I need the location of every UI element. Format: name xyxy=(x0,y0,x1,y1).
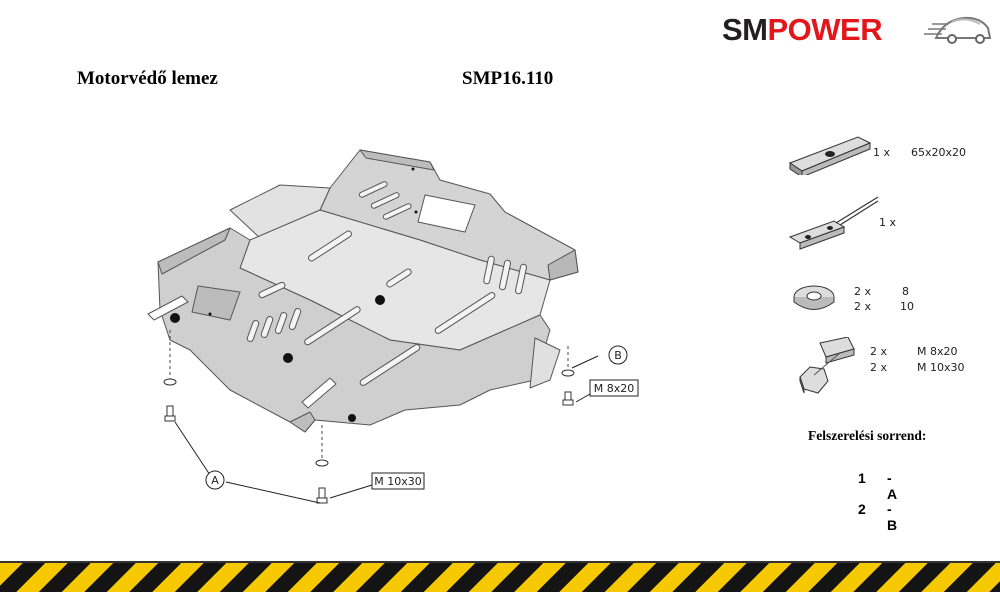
part-3-size-2: 10 xyxy=(900,300,914,313)
page-title: Motorvédő lemez xyxy=(77,68,218,89)
wire-plate-icon xyxy=(788,196,879,250)
part-1-size: 65x20x20 xyxy=(911,146,967,159)
part-3-qty-1: 2 x xyxy=(854,285,872,298)
skid-plate-drawing: A B M 10x30 M 8x20 xyxy=(147,149,639,504)
brand-logo: SMPOWER xyxy=(722,8,992,48)
product-code: SMP16.110 xyxy=(462,68,554,89)
logo-power-text: POWER xyxy=(767,12,883,47)
part-3-size-1: 8 xyxy=(902,285,909,298)
bolt-icon xyxy=(799,337,855,394)
front-plate xyxy=(157,227,551,433)
sequence-step-letter: - B xyxy=(887,501,898,533)
part-2-qty: 1 x xyxy=(879,216,897,229)
sequence-step-number: 2 xyxy=(858,501,866,517)
plate-nut-icon xyxy=(788,136,872,175)
sequence-step-letter: - A xyxy=(887,470,898,502)
parts-list: 1 x 65x20x20 1 x 2 x 2 x 8 10 2 x 2 x M … xyxy=(780,115,995,394)
callout-a: A xyxy=(211,474,219,487)
car-silhouette-icon xyxy=(924,16,992,44)
callout-bolt-b: M 8x20 xyxy=(594,382,635,395)
part-4-size-1: M 8x20 xyxy=(917,345,958,358)
part-1-qty: 1 x xyxy=(873,146,891,159)
part-3-qty-2: 2 x xyxy=(854,300,872,313)
part-4-qty-2: 2 x xyxy=(870,361,888,374)
callout-b: B xyxy=(614,349,622,362)
logo-sm-text: SM xyxy=(722,12,768,47)
sequence-step-number: 1 xyxy=(858,470,866,486)
right-flap xyxy=(529,337,561,389)
washer-icon xyxy=(793,285,835,310)
callout-bolt-a: M 10x30 xyxy=(374,475,422,488)
assembly-sequence-title: Felszerelési sorrend: xyxy=(808,428,927,443)
left-ear xyxy=(229,184,331,239)
part-4-size-2: M 10x30 xyxy=(917,361,965,374)
part-4-qty-1: 2 x xyxy=(870,345,888,358)
hazard-stripe-footer xyxy=(0,561,1000,592)
